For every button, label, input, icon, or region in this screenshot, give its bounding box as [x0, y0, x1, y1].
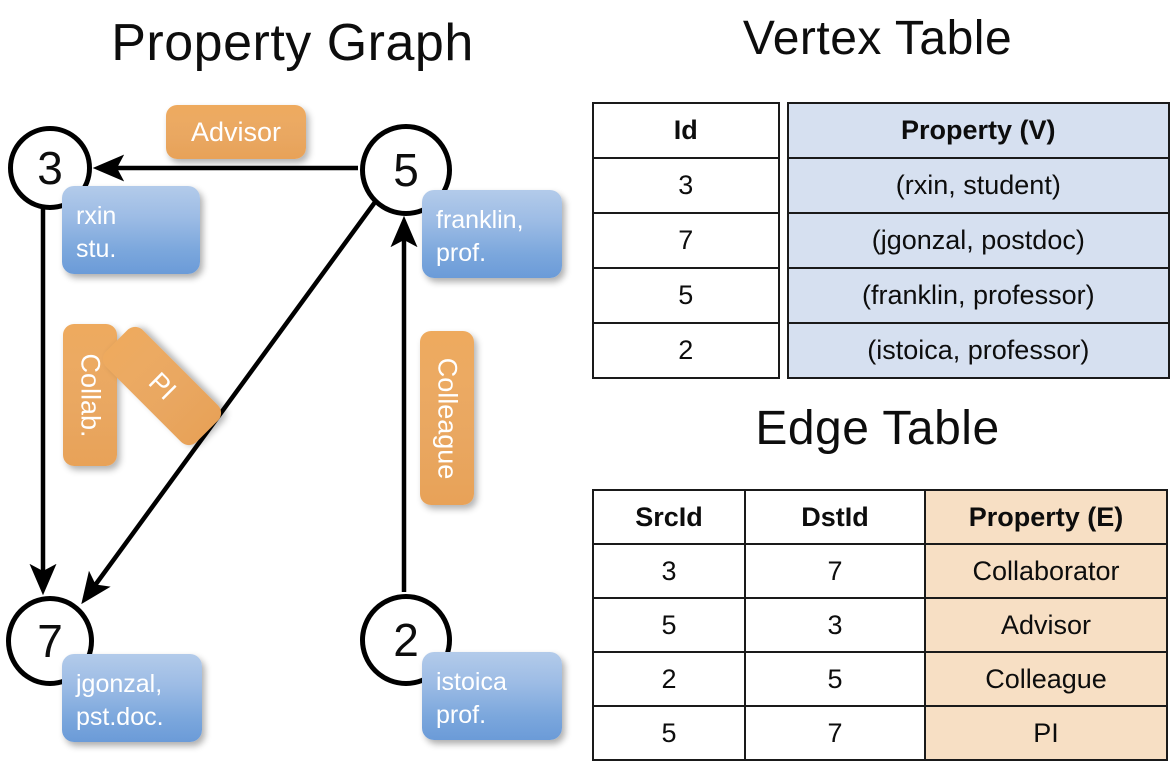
edge-row-1-src: 5: [592, 597, 746, 653]
vertex-row-2-id: 5: [592, 267, 780, 324]
graph-node-3-label: 3: [37, 142, 63, 194]
vertex-table-header-id: Id: [592, 102, 780, 159]
page-title-vertex-table: Vertex Table: [742, 12, 1013, 65]
edge-row-0-property: Collaborator: [924, 543, 1168, 599]
vertex-row-0-property: (rxin, student): [786, 157, 1170, 214]
table-row: 3 7 Collaborator: [592, 543, 1168, 599]
table-header-row: SrcId DstId Property (E): [592, 489, 1168, 545]
graph-edges-svg: [29, 154, 418, 605]
table-row: 5 3 Advisor: [592, 597, 1168, 653]
edge-row-3-src: 5: [592, 705, 746, 761]
vertex-row-3-property: (istoica, professor): [786, 322, 1170, 379]
property-graph-diagram: Advisor Collab. PI Colleague 3 5 7 2 rxi…: [0, 0, 585, 760]
edge-row-2-dst: 5: [744, 651, 926, 707]
vertex-table-column-gap: [778, 158, 788, 213]
edge-label-advisor: Advisor: [166, 105, 306, 159]
vertex-table-column-gap: [778, 268, 788, 323]
table-row: 7 (jgonzal, postdoc): [592, 212, 1170, 269]
page-title-property-graph: Property Graph: [111, 14, 474, 72]
vertex-table: Id Property (V) 3 (rxin, student) 7 (jgo…: [592, 102, 1170, 379]
edge-label-collab: Collab.: [63, 324, 117, 466]
graph-node-5[interactable]: 5: [360, 124, 452, 216]
edge-table: SrcId DstId Property (E) 3 7 Collaborato…: [592, 489, 1168, 761]
node-property-franklin-line1: franklin,: [436, 206, 524, 234]
node-property-franklin-line2: prof.: [436, 239, 487, 267]
table-header-row: Id Property (V): [592, 102, 1170, 159]
vertex-row-1-property: (jgonzal, postdoc): [786, 212, 1170, 269]
edge-row-0-dst: 7: [744, 543, 926, 599]
edge-row-3-property: PI: [924, 705, 1168, 761]
edge-label-colleague: Colleague: [420, 331, 474, 505]
vertex-table-header-property: Property (V): [786, 102, 1170, 159]
edge-table-header-dstid: DstId: [744, 489, 926, 545]
table-row: 2 (istoica, professor): [592, 322, 1170, 379]
node-property-box-franklin: franklin, prof.: [422, 190, 562, 278]
edge-table-header-property: Property (E): [924, 489, 1168, 545]
node-property-box-jgonzal: jgonzal, pst.doc.: [62, 654, 202, 742]
edge-row-1-dst: 3: [744, 597, 926, 653]
node-property-jgonzal-line2: pst.doc.: [76, 703, 164, 731]
graph-node-2[interactable]: 2: [360, 594, 452, 686]
edge-row-0-src: 3: [592, 543, 746, 599]
node-property-box-istoica: istoica prof.: [422, 652, 562, 740]
node-property-jgonzal-line1: jgonzal,: [76, 670, 163, 698]
node-property-istoica-line2: prof.: [436, 701, 487, 729]
vertex-table-column-gap: [778, 323, 788, 378]
vertex-row-0-id: 3: [592, 157, 780, 214]
edge-label-collab-text: Collab.: [75, 352, 106, 438]
edge-row-1-property: Advisor: [924, 597, 1168, 653]
edge-label-advisor-text: Advisor: [190, 116, 282, 147]
node-property-rxin-line2: stu.: [76, 235, 117, 263]
edge-row-2-src: 2: [592, 651, 746, 707]
node-property-box-rxin: rxin stu.: [62, 186, 200, 274]
table-row: 5 (franklin, professor): [592, 267, 1170, 324]
edge-label-pi-text: PI: [142, 366, 182, 406]
vertex-row-1-id: 7: [592, 212, 780, 269]
graph-node-5-label: 5: [393, 144, 419, 196]
edge-table-header-srcid: SrcId: [592, 489, 746, 545]
vertex-row-2-property: (franklin, professor): [786, 267, 1170, 324]
vertex-table-column-gap: [778, 103, 788, 158]
vertex-table-column-gap: [778, 213, 788, 268]
node-property-rxin-line1: rxin: [76, 202, 117, 230]
graph-node-2-label: 2: [393, 614, 419, 666]
graph-node-7-label: 7: [37, 615, 63, 667]
edge-row-2-property: Colleague: [924, 651, 1168, 707]
node-property-istoica-line1: istoica: [436, 668, 507, 696]
table-row: 2 5 Colleague: [592, 651, 1168, 707]
edge-label-colleague-text: Colleague: [432, 357, 463, 479]
table-row: 5 7 PI: [592, 705, 1168, 761]
page-title-edge-table: Edge Table: [755, 402, 1000, 455]
table-row: 3 (rxin, student): [592, 157, 1170, 214]
vertex-row-3-id: 2: [592, 322, 780, 379]
edge-5-to-7-pi: [81, 196, 380, 605]
edge-row-3-dst: 7: [744, 705, 926, 761]
